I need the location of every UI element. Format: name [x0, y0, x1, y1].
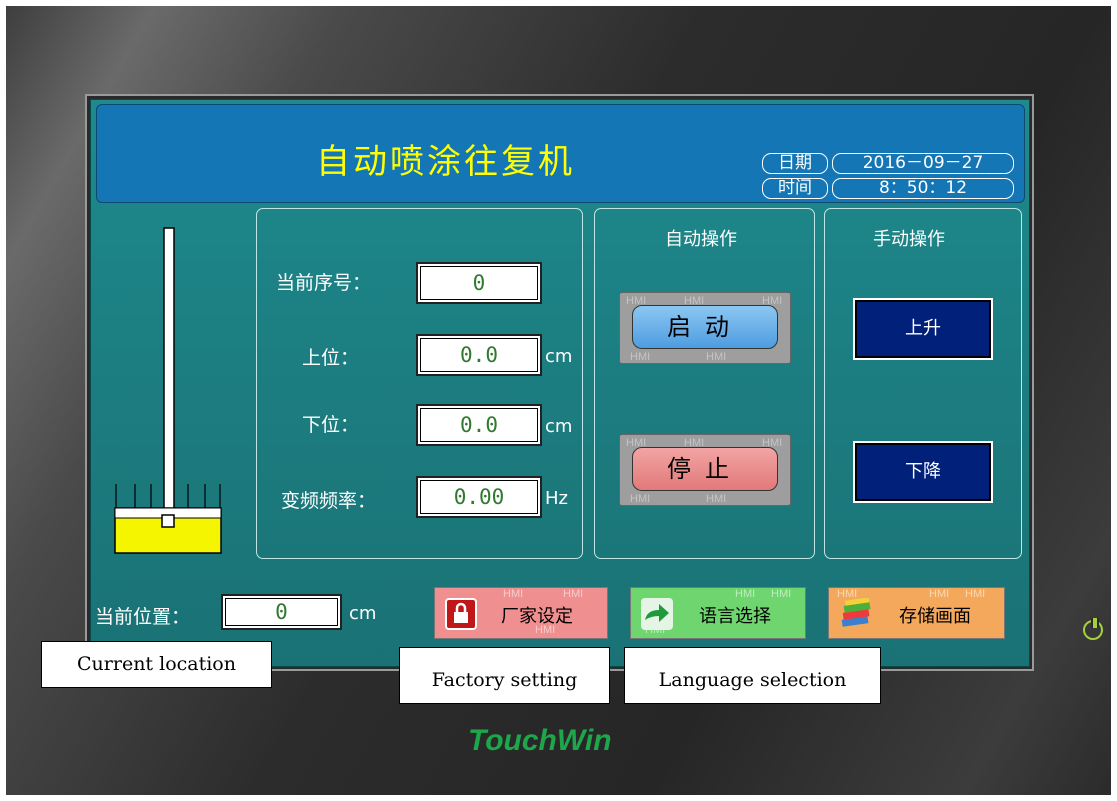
factory-settings-button[interactable]: HMI HMI HMI 厂家设定 — [434, 587, 608, 639]
arrow-right-icon — [641, 598, 673, 630]
seq-value: 0 — [472, 271, 486, 295]
hmi-watermark: HMI — [684, 437, 705, 449]
position-label: 当前位置： — [95, 606, 191, 628]
caption-language-selection: Language selection — [624, 647, 881, 704]
hmi-watermark: HMI — [563, 588, 584, 600]
sprayer-head — [161, 514, 175, 528]
position-field[interactable]: 0 — [221, 594, 342, 630]
date-value: 2016－09－27 — [832, 153, 1014, 174]
lower-unit: cm — [545, 416, 573, 437]
position-unit: cm — [349, 603, 377, 624]
hmi-watermark: HMI — [535, 624, 556, 636]
hmi-watermark: HMI — [735, 588, 756, 600]
lower-value: 0.0 — [460, 413, 498, 437]
seq-field[interactable]: 0 — [416, 262, 542, 304]
hmi-watermark: HMI — [503, 588, 524, 600]
sprayer-rod — [163, 227, 175, 521]
page-margin-left — [0, 0, 6, 801]
language-select-button[interactable]: HMI HMI HMI 语言选择 — [630, 587, 806, 639]
stop-button[interactable]: HMI HMI HMI HMI HMI 停止 — [619, 434, 791, 506]
manual-operation-panel — [824, 208, 1022, 559]
freq-value: 0.00 — [453, 485, 505, 509]
factory-settings-label: 厂家设定 — [501, 606, 573, 627]
hmi-watermark: HMI — [771, 588, 792, 600]
save-screen-label: 存储画面 — [899, 606, 971, 627]
lower-field[interactable]: 0.0 — [416, 404, 542, 446]
power-icon — [1083, 618, 1103, 640]
up-button[interactable]: 上升 — [853, 298, 993, 360]
freq-unit: Hz — [545, 488, 568, 509]
hmi-watermark: HMI — [762, 295, 783, 307]
hmi-watermark: HMI — [762, 437, 783, 449]
date-label: 日期 — [762, 153, 828, 174]
hmi-watermark: HMI — [630, 351, 651, 363]
language-select-label: 语言选择 — [699, 606, 771, 627]
hmi-watermark: HMI — [684, 295, 705, 307]
freq-label: 变频频率： — [281, 490, 377, 512]
caption-factory-setting: Factory setting — [399, 647, 610, 704]
hmi-watermark: HMI — [626, 295, 647, 307]
hmi-watermark: HMI — [706, 351, 727, 363]
start-label: 启动 — [632, 305, 778, 349]
page-margin-bottom — [0, 795, 1117, 801]
upper-label: 上位： — [302, 347, 360, 369]
hmi-watermark: HMI — [706, 493, 727, 505]
page-title: 自动喷涂往复机 — [316, 142, 575, 182]
freq-field[interactable]: 0.00 — [416, 476, 542, 518]
manual-heading: 手动操作 — [873, 229, 945, 250]
auto-heading: 自动操作 — [665, 229, 737, 250]
auto-operation-panel — [594, 208, 815, 559]
down-button[interactable]: 下降 — [853, 441, 993, 503]
tank-level-indicator — [114, 227, 222, 554]
page-margin-top — [0, 0, 1117, 6]
caption-current-location: Current location — [41, 641, 272, 688]
lock-icon — [445, 598, 477, 630]
hmi-watermark: HMI — [626, 437, 647, 449]
time-label: 时间 — [762, 178, 828, 199]
save-screen-button[interactable]: HMI HMI HMI 存储画面 — [828, 587, 1005, 639]
start-button[interactable]: HMI HMI HMI HMI HMI 启动 — [619, 292, 791, 364]
stop-label: 停止 — [632, 447, 778, 491]
lower-label: 下位： — [302, 414, 360, 436]
page-margin-right — [1111, 0, 1117, 801]
seq-label: 当前序号： — [276, 272, 372, 294]
layers-icon — [839, 597, 871, 630]
position-value: 0 — [275, 600, 288, 624]
upper-value: 0.0 — [460, 343, 498, 367]
time-value: 8：50：12 — [832, 178, 1014, 199]
hmi-watermark: HMI — [965, 588, 986, 600]
hmi-watermark: HMI — [929, 588, 950, 600]
touchwin-logo: TouchWin — [468, 724, 612, 757]
hmi-watermark: HMI — [630, 493, 651, 505]
hmi-watermark: HMI — [837, 588, 858, 600]
parameter-panel — [256, 208, 583, 559]
upper-field[interactable]: 0.0 — [416, 334, 542, 376]
upper-unit: cm — [545, 346, 573, 367]
